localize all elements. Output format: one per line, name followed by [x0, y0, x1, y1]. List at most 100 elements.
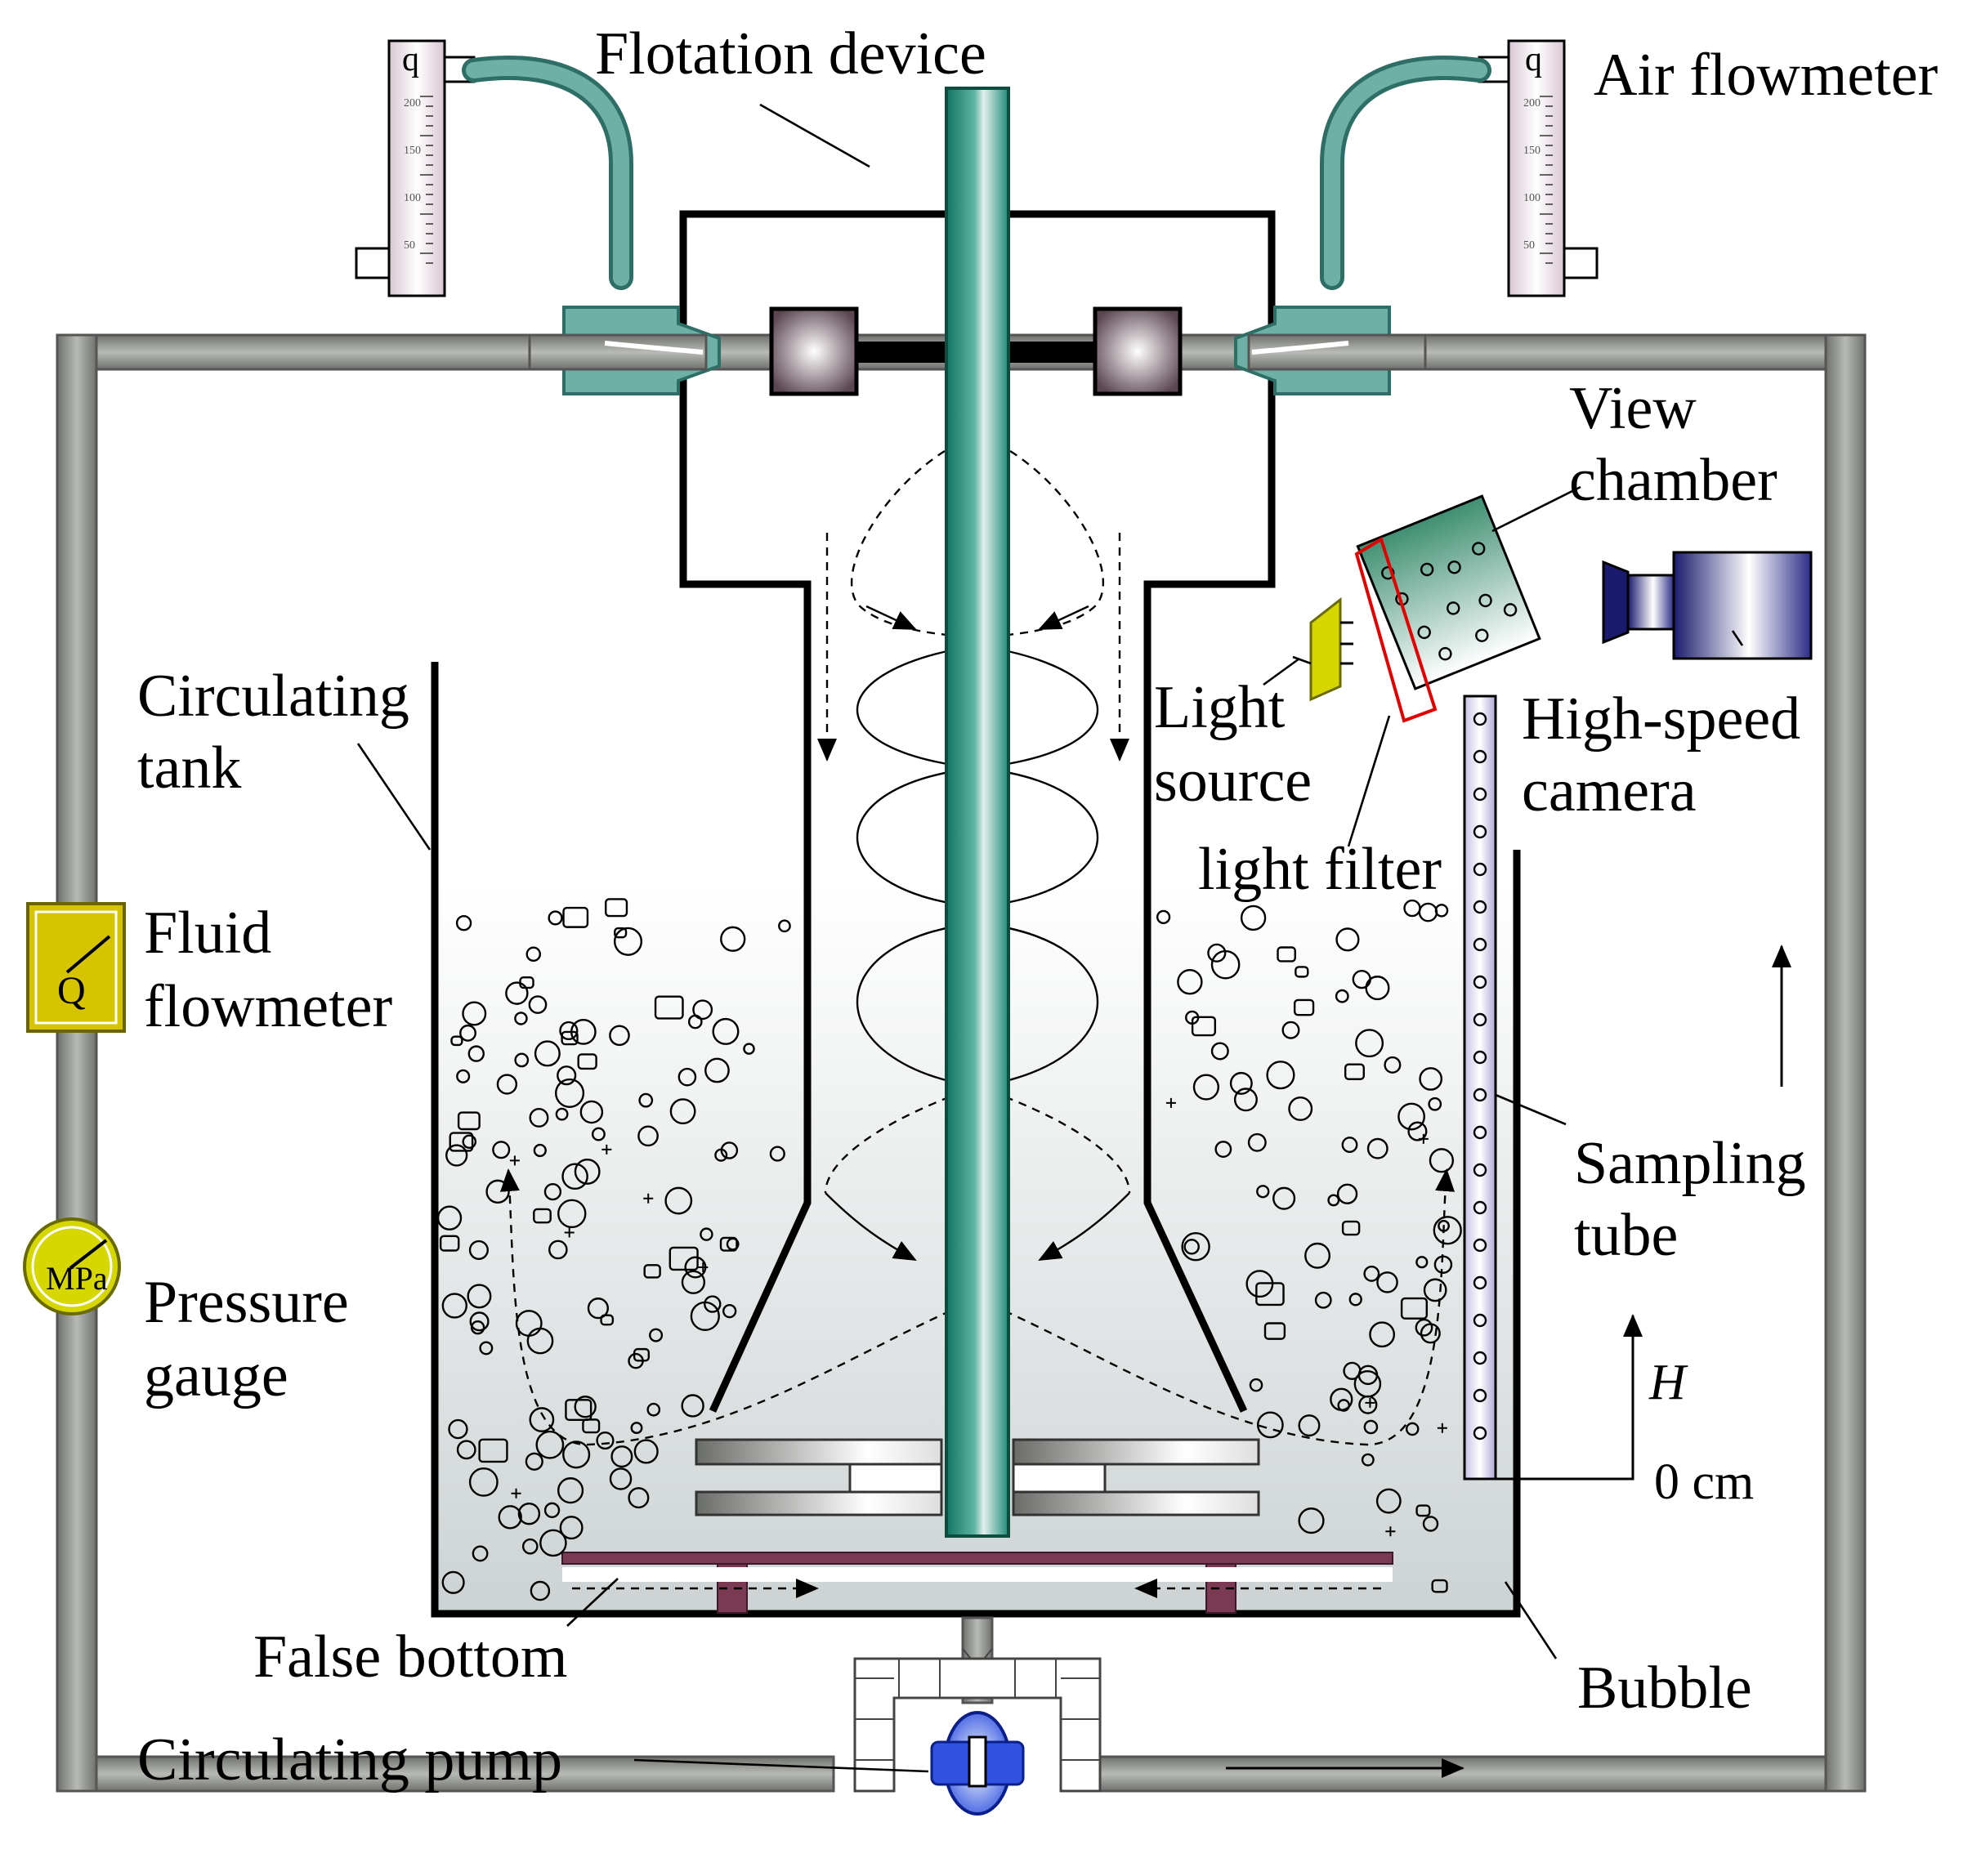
tube-bubble — [1473, 1200, 1487, 1215]
fluid-flowmeter-symbol: Q — [57, 969, 86, 1012]
impeller — [695, 1438, 1260, 1516]
bubble — [700, 1227, 713, 1241]
bubble — [449, 1132, 474, 1152]
label-pressure-gauge-2: gauge — [144, 1342, 288, 1409]
bubble — [557, 1065, 577, 1086]
bubble — [638, 1092, 654, 1108]
label-pressure-gauge-1: Pressure — [144, 1269, 349, 1336]
bubble — [1355, 1029, 1384, 1058]
bubble — [1336, 1183, 1358, 1204]
bubble — [533, 1208, 552, 1224]
bubble — [555, 1078, 585, 1108]
label-high-speed-camera-1: High-speed — [1522, 686, 1800, 753]
bubble — [743, 1043, 755, 1055]
bubble — [769, 1146, 785, 1162]
bubble — [609, 1025, 630, 1047]
bubble — [1181, 1232, 1210, 1262]
bubble — [1369, 1321, 1396, 1348]
tube-bubble — [1473, 900, 1487, 914]
bubble — [654, 995, 684, 1020]
bubble — [633, 1439, 659, 1464]
bubble — [1361, 1453, 1375, 1467]
bubble — [436, 1205, 463, 1231]
bubble — [722, 1304, 737, 1319]
pressure-gauge-unit: MPa — [46, 1260, 108, 1297]
sampling-tube-bubbles — [1473, 712, 1487, 1440]
label-light-filter: light filter — [1198, 836, 1442, 903]
bubble — [1255, 1282, 1285, 1306]
label-circulating-tank-2: tank — [137, 735, 241, 802]
bubble — [445, 1144, 468, 1167]
bubble — [1363, 1265, 1380, 1282]
scale-label: 150 — [1523, 145, 1541, 157]
chamber-bubble — [1475, 628, 1489, 642]
particle-marker — [643, 1193, 654, 1204]
scale-label: 200 — [404, 97, 421, 109]
tube-bubble — [1473, 749, 1487, 764]
impeller-shaft — [945, 87, 1010, 1538]
bubble — [646, 1402, 661, 1417]
bubble — [456, 1069, 471, 1083]
bubble — [579, 1100, 604, 1124]
bubble — [548, 1240, 568, 1260]
chamber-bubble — [1417, 625, 1431, 640]
bubble — [1335, 989, 1349, 1003]
bubble — [462, 1001, 487, 1026]
label-light-source-1: Light — [1154, 674, 1286, 741]
bubble — [530, 1580, 551, 1601]
bubble — [1363, 1419, 1379, 1435]
bubble — [596, 1431, 615, 1450]
bubble — [517, 1502, 541, 1525]
bubble — [462, 1134, 477, 1150]
bubble — [712, 1017, 740, 1045]
bubble — [677, 1067, 697, 1087]
bubble — [1240, 904, 1267, 931]
high-speed-camera — [1602, 551, 1813, 660]
bubble — [557, 1199, 587, 1229]
air-flowmeter-left-symbol: q — [402, 41, 419, 78]
bubble — [610, 1445, 633, 1468]
bubble — [720, 1141, 739, 1159]
scale-label: 50 — [404, 239, 415, 252]
chamber-bubble — [1447, 561, 1461, 574]
chamber-bubble — [1503, 603, 1518, 617]
bubble — [555, 1107, 569, 1121]
height-zero-label: 0 cm — [1654, 1454, 1754, 1510]
bubble — [441, 1293, 467, 1319]
fluid-flowmeter: Q — [26, 902, 126, 1033]
particle-marker — [1165, 1097, 1176, 1108]
bubble — [1281, 1021, 1300, 1039]
bubble — [529, 1107, 549, 1128]
bubble — [557, 1477, 584, 1504]
particle-marker — [564, 1227, 575, 1238]
bubble — [630, 1422, 643, 1435]
bubble — [1405, 1422, 1420, 1436]
tube-bubble — [1473, 1088, 1487, 1102]
particle-marker — [601, 1144, 612, 1155]
bubble — [577, 1053, 597, 1070]
bubble — [1256, 1411, 1284, 1439]
circulation-loop-pipe — [56, 333, 1867, 1793]
bubble — [1277, 946, 1296, 963]
particle-marker — [1385, 1526, 1396, 1537]
bubble — [1314, 1291, 1332, 1309]
bubble — [456, 1440, 476, 1460]
scale-label: 50 — [1523, 239, 1535, 252]
tube-bubble — [1473, 1426, 1487, 1440]
bubble — [1298, 1508, 1325, 1534]
label-view-chamber-2: chamber — [1569, 447, 1778, 514]
bubble — [1384, 1056, 1402, 1074]
bubble — [719, 1236, 738, 1252]
bubble — [467, 1284, 492, 1309]
scale-label: 100 — [1523, 192, 1541, 204]
bubble — [467, 1045, 485, 1062]
bubble — [455, 915, 472, 931]
bubble — [1335, 927, 1360, 952]
bubble — [778, 919, 791, 933]
bubble — [1191, 1016, 1217, 1037]
bubble — [1298, 1414, 1321, 1437]
bubble — [457, 1111, 481, 1131]
bubble — [613, 927, 643, 956]
